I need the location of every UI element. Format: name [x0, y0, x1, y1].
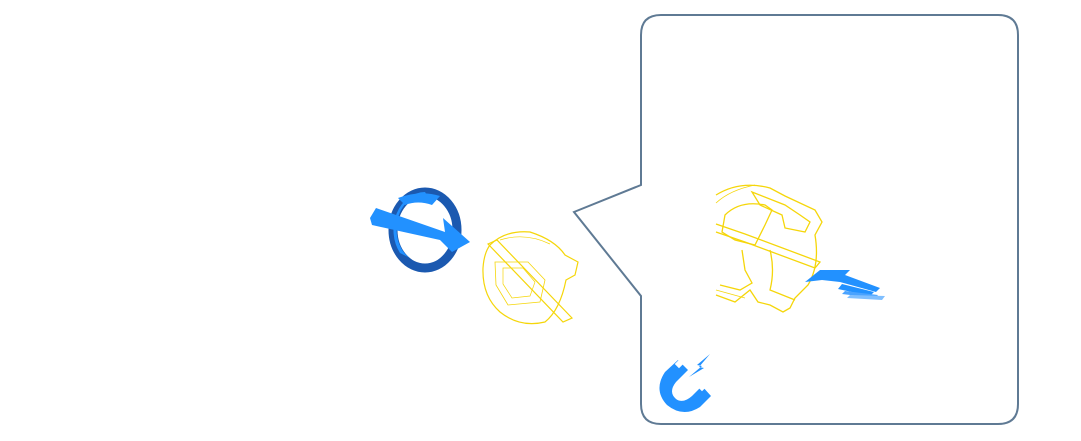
- rotate-arrow-icon: [370, 187, 470, 273]
- connector-part-large: [715, 184, 823, 313]
- callout-bubble: [572, 14, 1019, 425]
- connector-part-small: [482, 231, 579, 325]
- magnet-icon: [659, 354, 711, 413]
- push-arrow-icon: [805, 270, 885, 300]
